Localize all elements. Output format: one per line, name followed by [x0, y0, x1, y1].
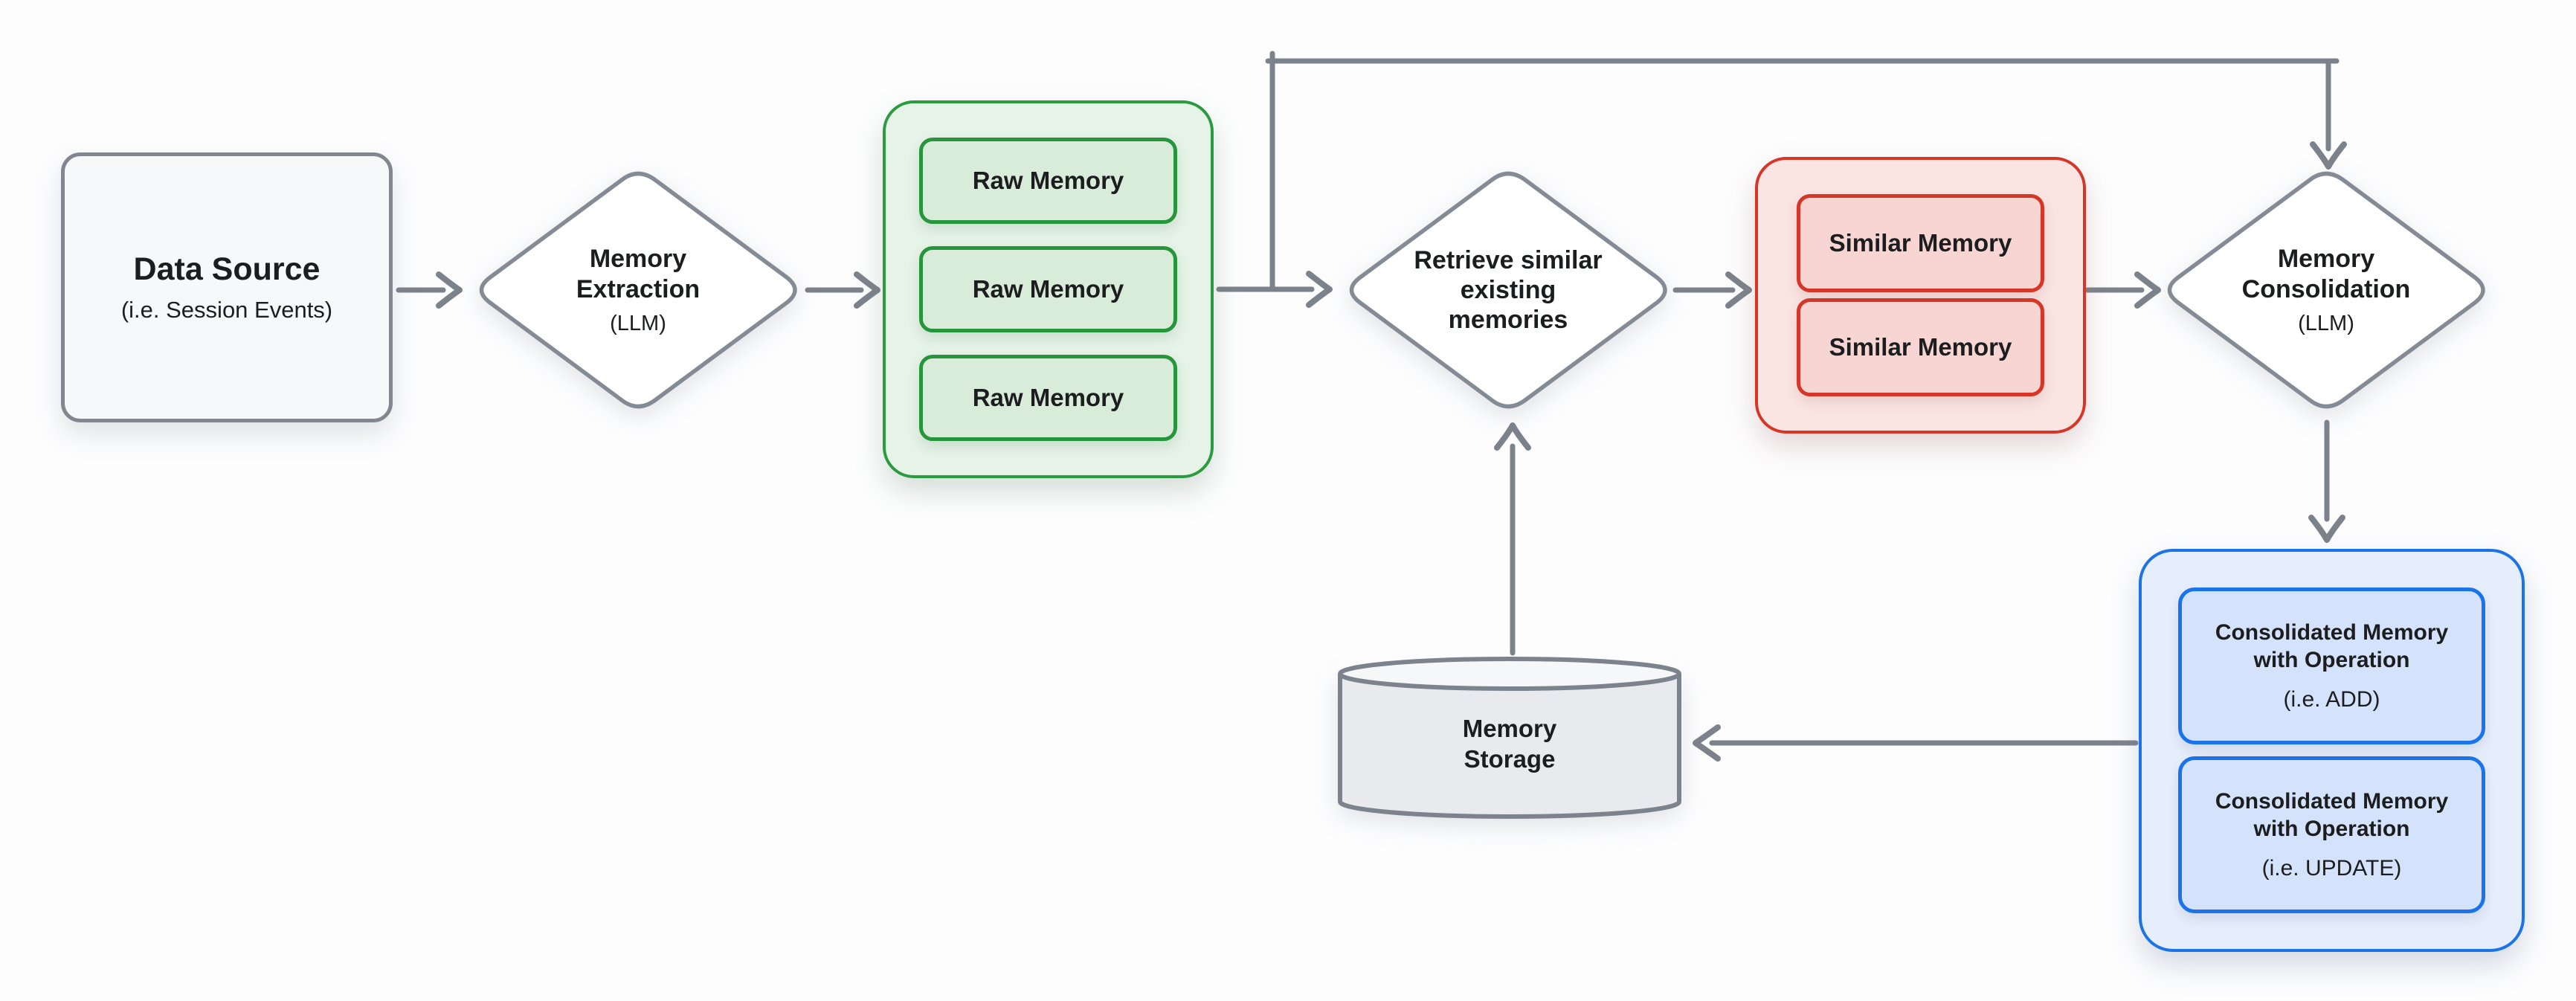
- memory-extraction-diamond: [479, 171, 797, 409]
- consolidated-memory-operation-update: (i.e. UPDATE): [2261, 856, 2402, 881]
- consolidated-memory-update-box: Consolidated Memory with Operation (i.e.…: [2178, 756, 2485, 913]
- retrieve-memories-diamond: [1349, 171, 1667, 409]
- consolidated-memory-title-line1: Consolidated Memory: [2215, 619, 2449, 645]
- data-source-title: Data Source: [133, 251, 321, 287]
- similar-memory-box: Similar Memory: [1797, 298, 2044, 396]
- arrowhead-right-icon: [1725, 271, 1752, 309]
- consolidated-memory-operation-add: (i.e. ADD): [2283, 687, 2380, 712]
- similar-memory-box: Similar Memory: [1797, 194, 2044, 292]
- consolidated-memory-add-box: Consolidated Memory with Operation (i.e.…: [2178, 588, 2485, 744]
- cylinder-body: [1338, 674, 1681, 819]
- consolidated-memory-group: Consolidated Memory with Operation (i.e.…: [2139, 549, 2525, 952]
- raw-memory-box: Raw Memory: [919, 246, 1177, 332]
- consolidated-memory-title-line1: Consolidated Memory: [2215, 788, 2449, 814]
- cylinder-top-ellipse: [1338, 657, 1681, 691]
- raw-memory-box: Raw Memory: [919, 355, 1177, 441]
- data-source-subtitle: (i.e. Session Events): [120, 297, 333, 324]
- memory-storage-cylinder: [1338, 657, 1681, 819]
- raw-memory-group: Raw Memory Raw Memory Raw Memory: [883, 100, 1214, 478]
- raw-memory-box: Raw Memory: [919, 138, 1177, 224]
- arrowhead-right-icon: [2134, 271, 2161, 309]
- arrowhead-right-icon: [1306, 271, 1333, 308]
- consolidated-memory-title-line2: with Operation: [2253, 816, 2410, 841]
- data-source-node: Data Source (i.e. Session Events): [61, 152, 393, 422]
- arrowhead-down-icon: [2310, 141, 2347, 170]
- arrowhead-left-icon: [1693, 724, 1721, 762]
- similar-memory-group: Similar Memory Similar Memory: [1755, 157, 2086, 434]
- arrowhead-down-icon: [2308, 515, 2345, 543]
- consolidated-memory-title-line2: with Operation: [2253, 647, 2410, 672]
- arrowhead-up-icon: [1494, 422, 1531, 451]
- memory-consolidation-diamond: [2167, 171, 2485, 409]
- arrowhead-right-icon: [436, 271, 463, 309]
- arrowhead-right-icon: [854, 271, 880, 309]
